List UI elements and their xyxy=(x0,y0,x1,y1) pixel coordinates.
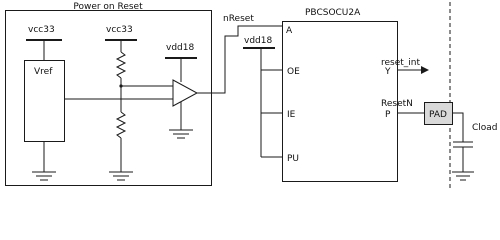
nreset-label: nReset xyxy=(223,14,254,24)
pin-a-label: A xyxy=(286,26,293,36)
resistor-icon-bottom xyxy=(115,111,127,139)
ground-icon-vref xyxy=(32,171,56,181)
vdd18-cell-label: vdd18 xyxy=(244,36,272,46)
reset-int-label: reset_int xyxy=(381,58,420,68)
vcc33-left-label: vcc33 xyxy=(28,25,55,35)
power-on-reset-block xyxy=(5,10,212,186)
ground-icon-comparator xyxy=(169,129,193,139)
io-cell-block xyxy=(282,21,398,182)
pin-p-label: P xyxy=(385,110,391,120)
pin-pu-label: PU xyxy=(287,154,299,164)
schematic: Power on Reset vcc33 Vref vcc33 vdd18 nR… xyxy=(5,2,498,189)
ground-icon-cload xyxy=(452,171,474,181)
pad-load-wire xyxy=(452,112,464,142)
pin-y-label: Y xyxy=(384,67,391,77)
resistor-icon-top xyxy=(115,51,127,79)
comparator-icon xyxy=(172,79,199,107)
io-cell-name: PBCSOCU2A xyxy=(305,8,361,18)
capacitor-icon xyxy=(453,141,473,148)
cload-label: Cload xyxy=(472,123,498,133)
vref-label: Vref xyxy=(34,67,53,77)
resetn-label: ResetN xyxy=(381,99,413,109)
pad-label: PAD xyxy=(429,110,447,120)
vcc33-mid-label: vcc33 xyxy=(106,25,133,35)
vdd18-comp-label: vdd18 xyxy=(166,43,194,53)
pin-ie-label: IE xyxy=(287,110,296,120)
pin-oe-label: OE xyxy=(287,67,300,77)
por-block-title: Power on Reset xyxy=(73,2,143,12)
nreset-wire xyxy=(197,25,246,94)
ground-icon-divider xyxy=(109,171,133,181)
